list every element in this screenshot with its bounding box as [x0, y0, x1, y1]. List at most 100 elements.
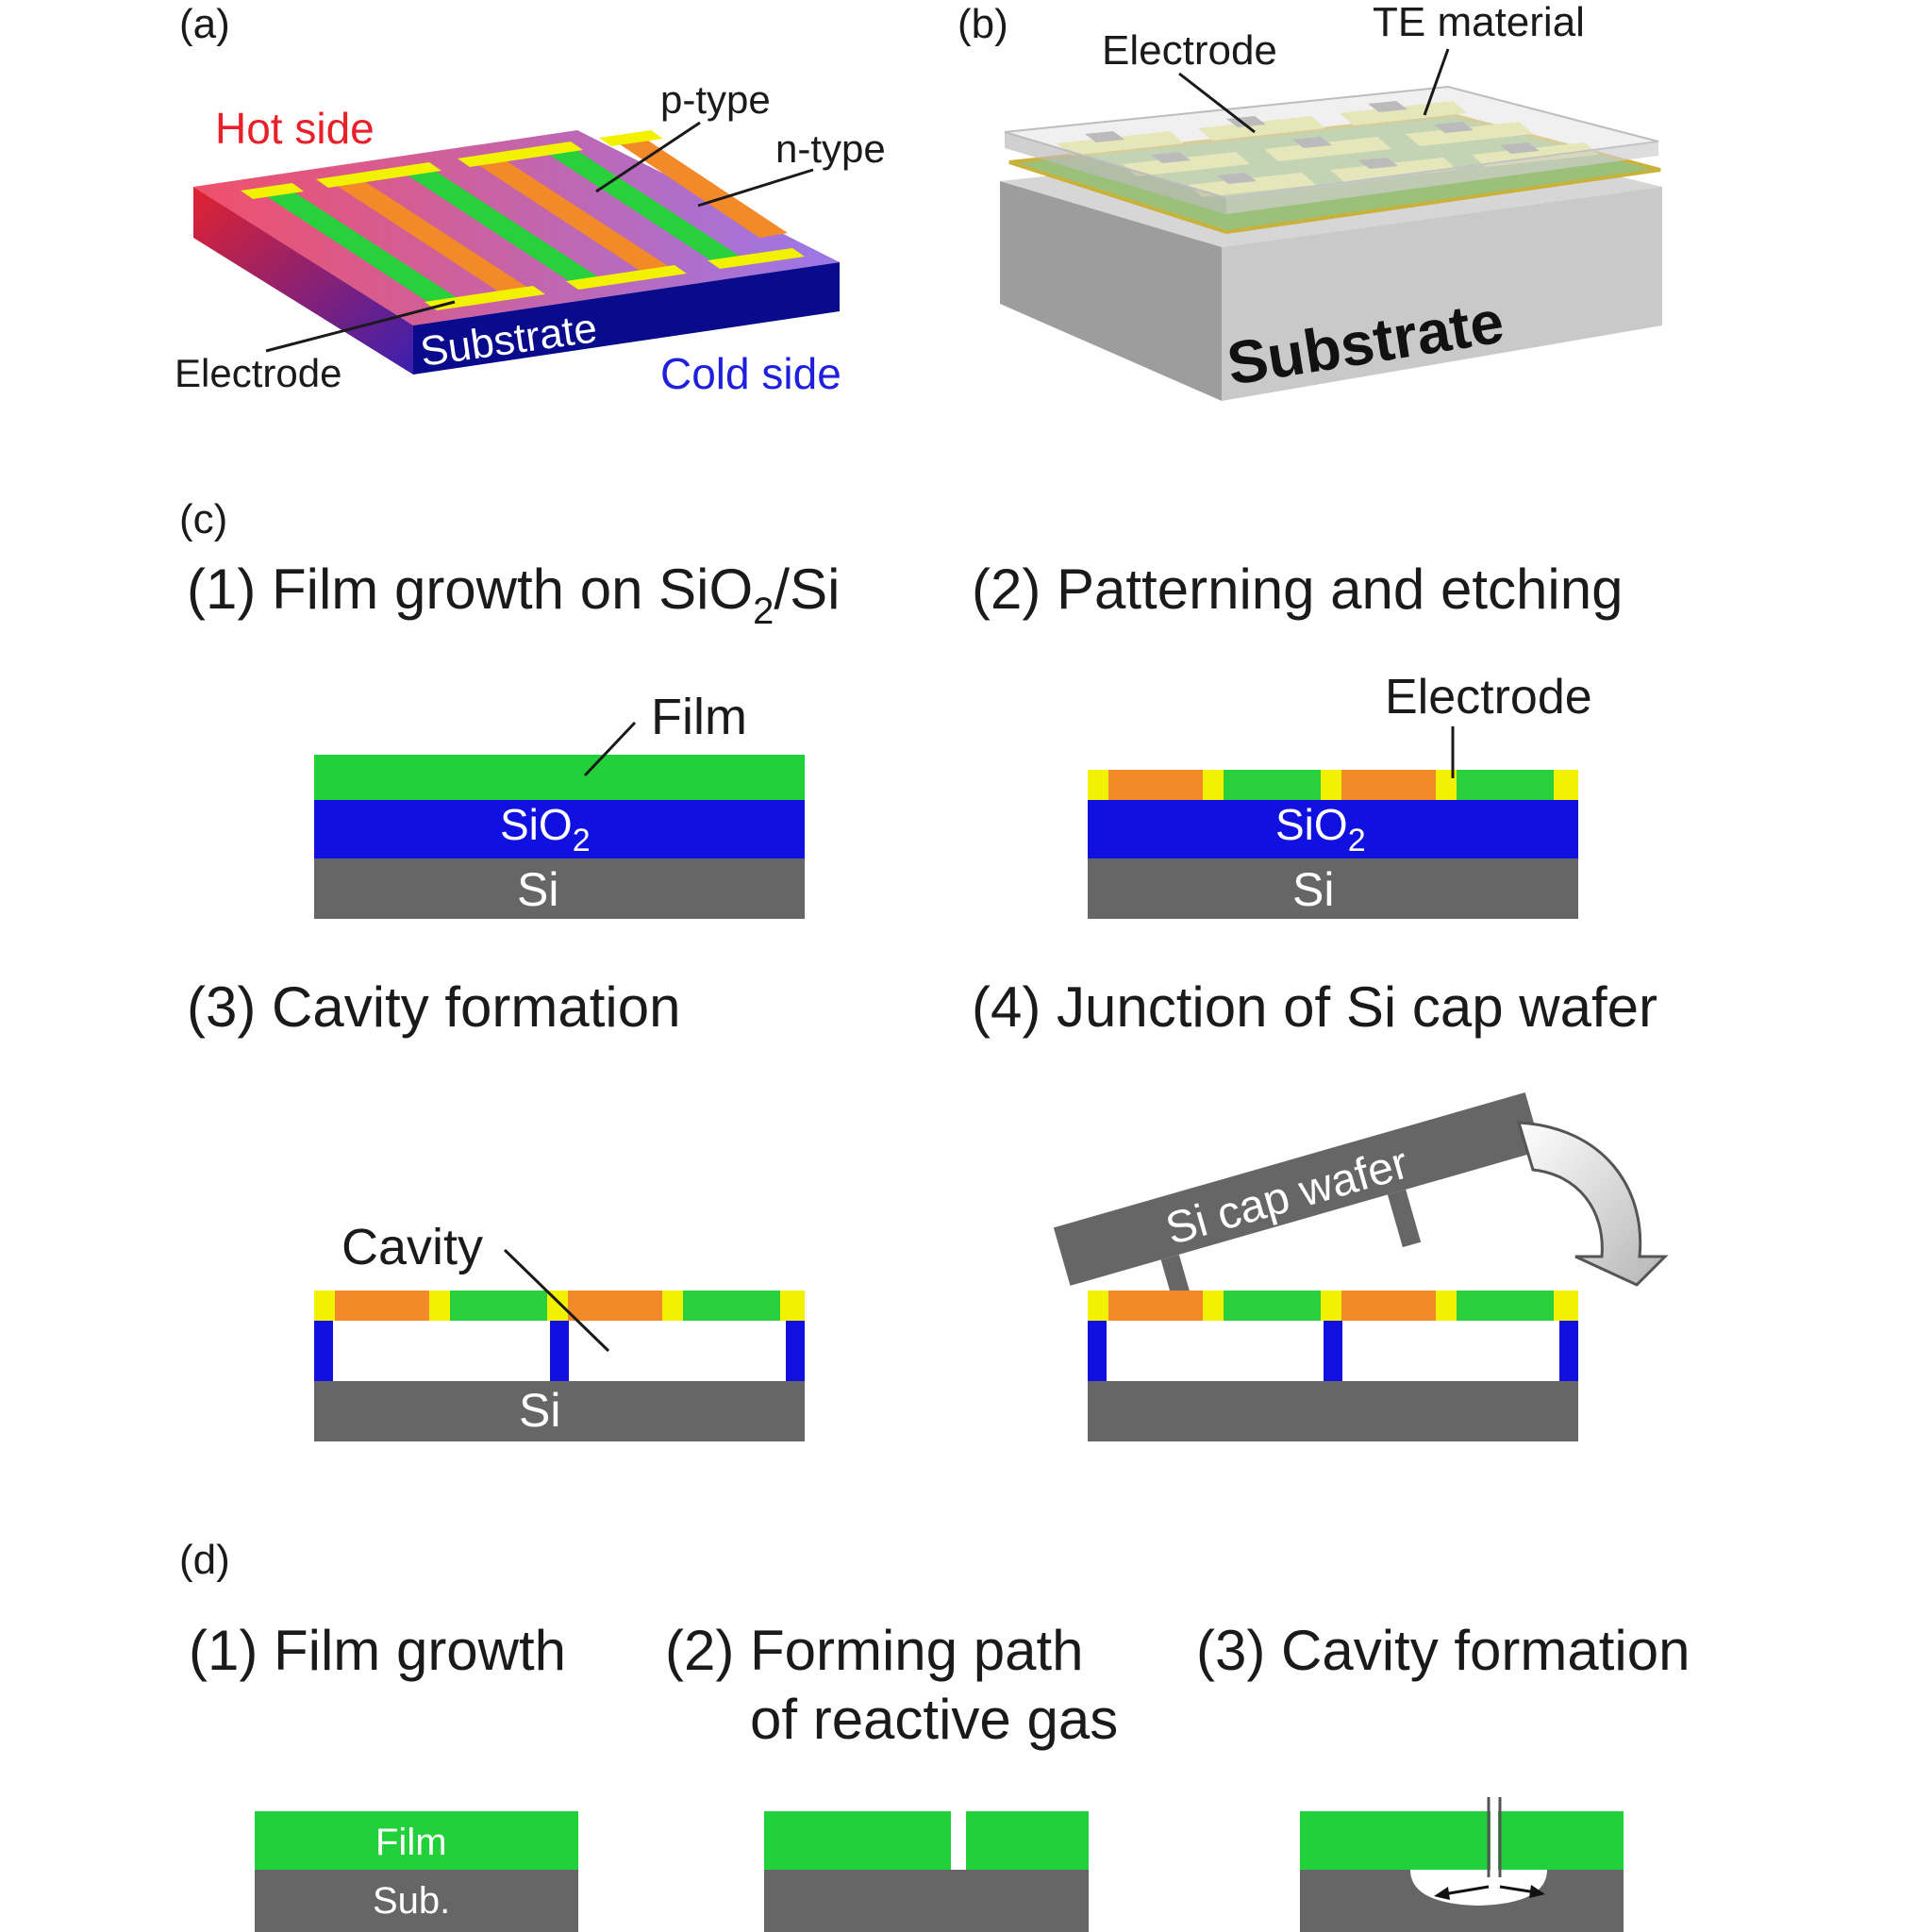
electrode-label-b: Electrode — [1102, 27, 1277, 74]
electrode-segment — [662, 1291, 683, 1321]
glass-cover-left — [1005, 132, 1226, 214]
c4-pattern-row — [1088, 1291, 1578, 1321]
c3-si-label: Si — [519, 1384, 560, 1437]
p-type-segment — [568, 1291, 662, 1321]
panel-a-tag: (a) — [179, 1, 230, 47]
n-type-leg — [538, 143, 743, 263]
electrode-segment — [1436, 1291, 1457, 1321]
n-type-leader — [697, 168, 814, 208]
electrode-pad — [566, 265, 687, 290]
electrode-pad — [425, 286, 545, 310]
c-step3-title: (3) Cavity formation — [187, 975, 680, 1039]
cold-side-label: Cold side — [660, 349, 841, 398]
c2-si-layer — [1088, 858, 1578, 919]
flow-arrowhead-right-icon — [1529, 1885, 1545, 1898]
electrode-segment — [780, 1291, 805, 1321]
p-type-segment — [1341, 770, 1436, 800]
electrode-segment — [429, 1291, 450, 1321]
d2-film-right — [966, 1811, 1089, 1870]
p-type-leg — [608, 133, 788, 238]
c3-pillar — [550, 1321, 569, 1381]
c-step1-title-tail: /Si — [774, 558, 840, 621]
c1-sio2-label: SiO2 — [500, 800, 591, 858]
panel-d: (d) (1) Film growth (2) Forming path of … — [179, 1537, 1690, 1932]
d2-sub-layer — [764, 1870, 1089, 1932]
electrodes — [241, 130, 805, 310]
panel-a: (a) Hot side Cold side p-type n-type — [175, 1, 886, 398]
panel-c: (c) (1) Film growth on SiO2/Si Film SiO2… — [179, 496, 1669, 1441]
electrode-segment — [1088, 1291, 1108, 1321]
c-step1-title-subscript: 2 — [753, 591, 774, 632]
electrode-segment — [1203, 770, 1224, 800]
c2-pattern-row — [1088, 770, 1578, 800]
d-step1-title: (1) Film growth — [189, 1619, 566, 1682]
n-type-segment — [1457, 770, 1554, 800]
flow-arrowhead-left-icon — [1434, 1887, 1450, 1900]
p-type-leader — [595, 121, 701, 193]
te-material-label: TE material — [1373, 0, 1585, 45]
electrode-segment — [1554, 1291, 1578, 1321]
electrode-pad — [708, 248, 805, 269]
hot-side-label: Hot side — [215, 104, 375, 153]
electrode-leader-a — [265, 300, 456, 353]
rotate-arrow-icon — [1516, 1121, 1669, 1287]
electrode-segment — [1203, 1291, 1224, 1321]
p-type-leg — [325, 175, 531, 294]
c2-electrode-label: Electrode — [1385, 670, 1592, 724]
n-type-leg — [396, 164, 602, 284]
flow-arrow-left-icon — [1442, 1885, 1490, 1896]
cap-wafer-label: Si cap wafer — [1160, 1138, 1414, 1255]
d2-film-left — [764, 1811, 951, 1870]
panel-d-tag: (d) — [179, 1537, 230, 1583]
p-type-leg — [467, 154, 673, 274]
flow-arrow-right-icon — [1499, 1885, 1537, 1894]
electrode-leader-b — [1178, 72, 1256, 134]
electrode-segment — [314, 1291, 335, 1321]
electrode-pad — [241, 183, 304, 199]
gas-path-tube-icon — [1487, 1797, 1502, 1877]
electrode-label-a: Electrode — [175, 351, 341, 395]
n-type-segment — [683, 1291, 780, 1321]
c4-pillar — [1559, 1321, 1578, 1381]
d-step2-title-line1: (2) Forming path — [665, 1619, 1084, 1682]
p-type-segment — [1108, 770, 1203, 800]
electrode-pad — [599, 130, 663, 146]
electrode-segment — [1321, 1291, 1341, 1321]
d1-film-label: Film — [375, 1822, 447, 1863]
c4-pillar — [1324, 1321, 1342, 1381]
c2-sio2-layer — [1088, 800, 1578, 858]
c1-film-leader — [583, 721, 637, 777]
glass-cover-front — [1226, 142, 1658, 214]
panel-b-tag: (b) — [958, 1, 1008, 47]
c2-si-label: Si — [1292, 863, 1334, 916]
d-step3-title: (3) Cavity formation — [1196, 1619, 1690, 1682]
p-type-segment — [335, 1291, 429, 1321]
c1-si-layer — [314, 858, 805, 919]
substrate-front-face — [413, 262, 840, 375]
substrate-block-left — [1000, 181, 1222, 401]
substrate-block-right — [1222, 187, 1662, 401]
electrode-pad — [316, 162, 441, 188]
c3-cavity-leader — [503, 1248, 610, 1353]
n-type-leg — [255, 185, 460, 305]
te-material-leader — [1423, 48, 1450, 116]
c3-cavity-label: Cavity — [341, 1219, 483, 1275]
n-type-segment — [450, 1291, 547, 1321]
c4-si-layer — [1088, 1381, 1578, 1441]
n-type-segment — [1457, 1291, 1554, 1321]
c1-film-label: Film — [651, 689, 747, 745]
c-step2-title: (2) Patterning and etching — [972, 558, 1623, 621]
d1-sub-label: Sub. — [373, 1880, 450, 1922]
panel-b: (b) Electrode TE material Substrate — [958, 0, 1662, 401]
c-step4-title: (4) Junction of Si cap wafer — [972, 975, 1657, 1039]
c3-si-layer — [314, 1381, 805, 1441]
panel-c-tag: (c) — [179, 496, 227, 542]
d1-sub-layer — [255, 1870, 578, 1932]
p-type-label: p-type — [660, 77, 771, 122]
te-legs — [255, 133, 788, 305]
c1-film-layer — [314, 755, 805, 800]
c3-pillar — [786, 1321, 805, 1381]
electrode-segment — [1321, 770, 1341, 800]
c3-pillar — [314, 1321, 333, 1381]
